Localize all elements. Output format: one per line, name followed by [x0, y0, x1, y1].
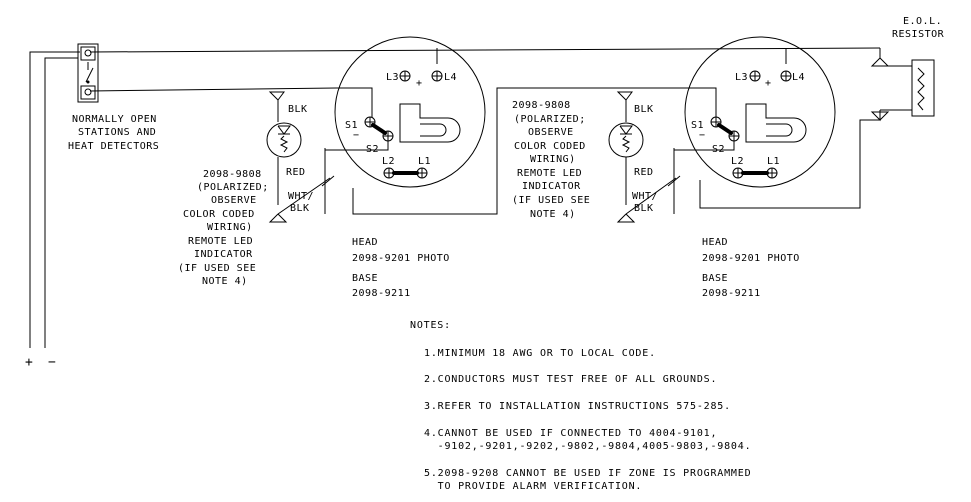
left-head-label: HEAD [352, 237, 378, 248]
eol-label-2: RESISTOR [892, 29, 945, 40]
left-s2: S2 [366, 144, 379, 155]
right-base-label: BASE [702, 273, 728, 284]
supply-plus: + [25, 355, 33, 370]
left-head-part: 2098-9201 PHOTO [352, 253, 450, 264]
left-led-whtblk-1: WHT/ [288, 191, 314, 202]
led-indicator-left [266, 91, 335, 223]
left-plus: + [416, 78, 423, 89]
mid-led-red: RED [634, 167, 654, 178]
led-mid-line: COLOR CODED [514, 141, 586, 152]
left-led-red: RED [286, 167, 306, 178]
note-2: 2.CONDUCTORS MUST TEST FREE OF ALL GROUN… [424, 374, 717, 385]
left-base-label: BASE [352, 273, 378, 284]
note-5b: TO PROVIDE ALARM VERIFICATION. [424, 481, 642, 492]
led-mid-line: 2098-9808 [512, 100, 571, 111]
left-s1: S1 [345, 120, 358, 131]
left-base-part: 2098-9211 [352, 288, 411, 299]
left-l2: L2 [382, 156, 395, 167]
left-l4: L4 [444, 72, 457, 83]
led-left-line: OBSERVE [211, 195, 257, 206]
led-mid-caption: 2098-9808 (POLARIZED; OBSERVE COLOR CODE… [512, 100, 590, 220]
left-l1: L1 [418, 156, 431, 167]
led-mid-line: (IF USED SEE [512, 195, 590, 206]
led-mid-line: (POLARIZED; [514, 114, 586, 125]
led-indicator-mid [608, 91, 681, 223]
led-mid-line: OBSERVE [528, 127, 574, 138]
note-1: 1.MINIMUM 18 AWG OR TO LOCAL CODE. [424, 348, 656, 359]
right-s2: S2 [712, 144, 725, 155]
note-3: 3.REFER TO INSTALLATION INSTRUCTIONS 575… [424, 401, 731, 412]
notes-title: NOTES: [410, 320, 451, 331]
right-l2: L2 [731, 156, 744, 167]
right-head-label: HEAD [702, 237, 728, 248]
led-mid-line: WIRING) [530, 154, 576, 165]
led-mid-line: INDICATOR [522, 181, 581, 192]
eol-resistor [699, 48, 935, 209]
left-minus: − [353, 130, 360, 141]
led-left-line: (IF USED SEE [178, 263, 256, 274]
note-5a: 5.2098-9208 CANNOT BE USED IF ZONE IS PR… [424, 468, 751, 479]
mid-led-whtblk-1: WHT/ [632, 191, 658, 202]
detector-right [626, 36, 836, 190]
mid-led-blk: BLK [634, 104, 654, 115]
supply-minus: − [48, 355, 56, 370]
right-s1: S1 [691, 120, 704, 131]
normally-open-station [77, 43, 99, 103]
right-l1: L1 [767, 156, 780, 167]
right-base-part: 2098-9211 [702, 288, 761, 299]
stations-label-1: NORMALLY OPEN [72, 114, 157, 125]
eol-label-1: E.O.L. [903, 16, 942, 27]
note-4a: 4.CANNOT BE USED IF CONNECTED TO 4004-91… [424, 428, 717, 439]
right-l3: L3 [735, 72, 748, 83]
led-left-line: NOTE 4) [202, 276, 248, 287]
left-l3: L3 [386, 72, 399, 83]
led-left-line: INDICATOR [194, 249, 253, 260]
stations-label-3: HEAT DETECTORS [68, 141, 159, 152]
mid-led-whtblk-2: BLK [634, 203, 654, 214]
led-left-caption: 2098-9808 (POLARIZED; OBSERVE COLOR CODE… [178, 169, 269, 287]
right-plus: + [765, 78, 772, 89]
led-left-line: COLOR CODED [183, 209, 255, 220]
led-mid-line: REMOTE LED [517, 168, 582, 179]
stations-label-2: STATIONS AND [78, 127, 156, 138]
led-left-line: (POLARIZED; [197, 182, 269, 193]
led-left-line: 2098-9808 [203, 169, 262, 180]
left-led-whtblk-2: BLK [290, 203, 310, 214]
led-mid-line: NOTE 4) [530, 209, 576, 220]
left-led-blk: BLK [288, 104, 308, 115]
right-l4: L4 [792, 72, 805, 83]
supply-wires [29, 47, 881, 348]
note-4b: -9102,-9201,-9202,-9802,-9804,4005-9803,… [424, 441, 751, 452]
right-minus: − [699, 130, 706, 141]
led-left-line: REMOTE LED [188, 236, 253, 247]
detector-left [325, 36, 626, 215]
led-left-line: WIRING) [207, 222, 253, 233]
right-head-part: 2098-9201 PHOTO [702, 253, 800, 264]
